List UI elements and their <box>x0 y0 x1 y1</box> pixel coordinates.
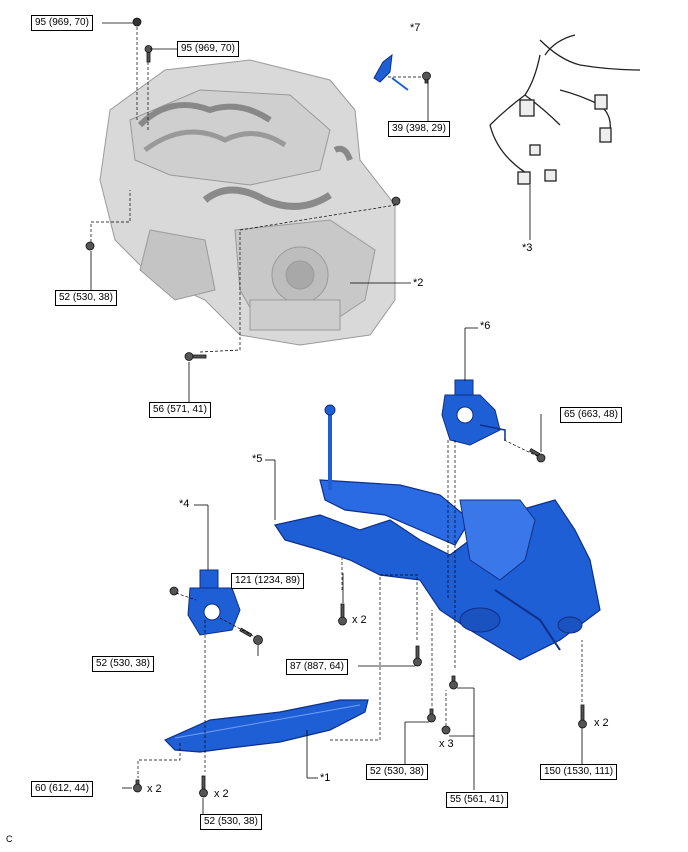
multiplier-150: x 2 <box>594 717 609 729</box>
torque-label-crossmember-121: 121 (1234, 89) <box>231 573 305 589</box>
torque-label-subframe-52: 52 (530, 38) <box>366 764 428 780</box>
callout-crossmember: *5 <box>252 453 263 465</box>
torque-label-frame-60: 60 (612, 44) <box>31 781 93 797</box>
wire-harness <box>489 34 641 185</box>
torque-label-bolt-55: 55 (561, 41) <box>446 792 508 808</box>
corner-mark: C <box>6 834 13 844</box>
alignment-lines <box>90 27 583 778</box>
callout-wire-harness: *3 <box>522 242 533 254</box>
torque-label-engine-52: 52 (530, 38) <box>55 290 117 306</box>
front-engine-mount <box>187 569 241 636</box>
engine-transaxle-assembly <box>99 59 396 346</box>
fasteners <box>85 17 587 798</box>
callout-front-frame: *1 <box>320 772 331 784</box>
torque-label-bolt-95: 95 (969, 70) <box>177 41 239 57</box>
torque-label-front-mount-52: 52 (530, 38) <box>92 656 154 672</box>
torque-label-frame-52: 52 (530, 38) <box>200 814 262 830</box>
front-frame-assembly <box>163 699 369 753</box>
multiplier-60: x 2 <box>147 783 162 795</box>
torque-label-bracket-39: 39 (398, 29) <box>388 121 450 137</box>
callout-rear-mount: *6 <box>480 320 491 332</box>
callout-engine: *2 <box>413 277 424 289</box>
torque-label-mount-65: 65 (663, 48) <box>560 407 622 423</box>
torque-label-bolt-150: 150 (1530, 111) <box>540 764 618 780</box>
callout-front-mount: *4 <box>179 498 190 510</box>
callout-bracket: *7 <box>410 22 421 34</box>
multiplier-52-bottom: x 2 <box>214 788 229 800</box>
torque-label-bolt-56: 56 (571, 41) <box>149 402 211 418</box>
torque-label-nut-95-top: 95 (969, 70) <box>31 15 93 31</box>
leader-lines <box>90 22 583 817</box>
engine-bracket <box>373 53 409 91</box>
multiplier-55: x 3 <box>439 738 454 750</box>
multiplier-121: x 2 <box>352 614 367 626</box>
front-suspension-crossmember <box>274 404 601 661</box>
rear-engine-mount <box>441 379 506 446</box>
torque-label-bolt-87: 87 (887, 64) <box>286 659 348 675</box>
